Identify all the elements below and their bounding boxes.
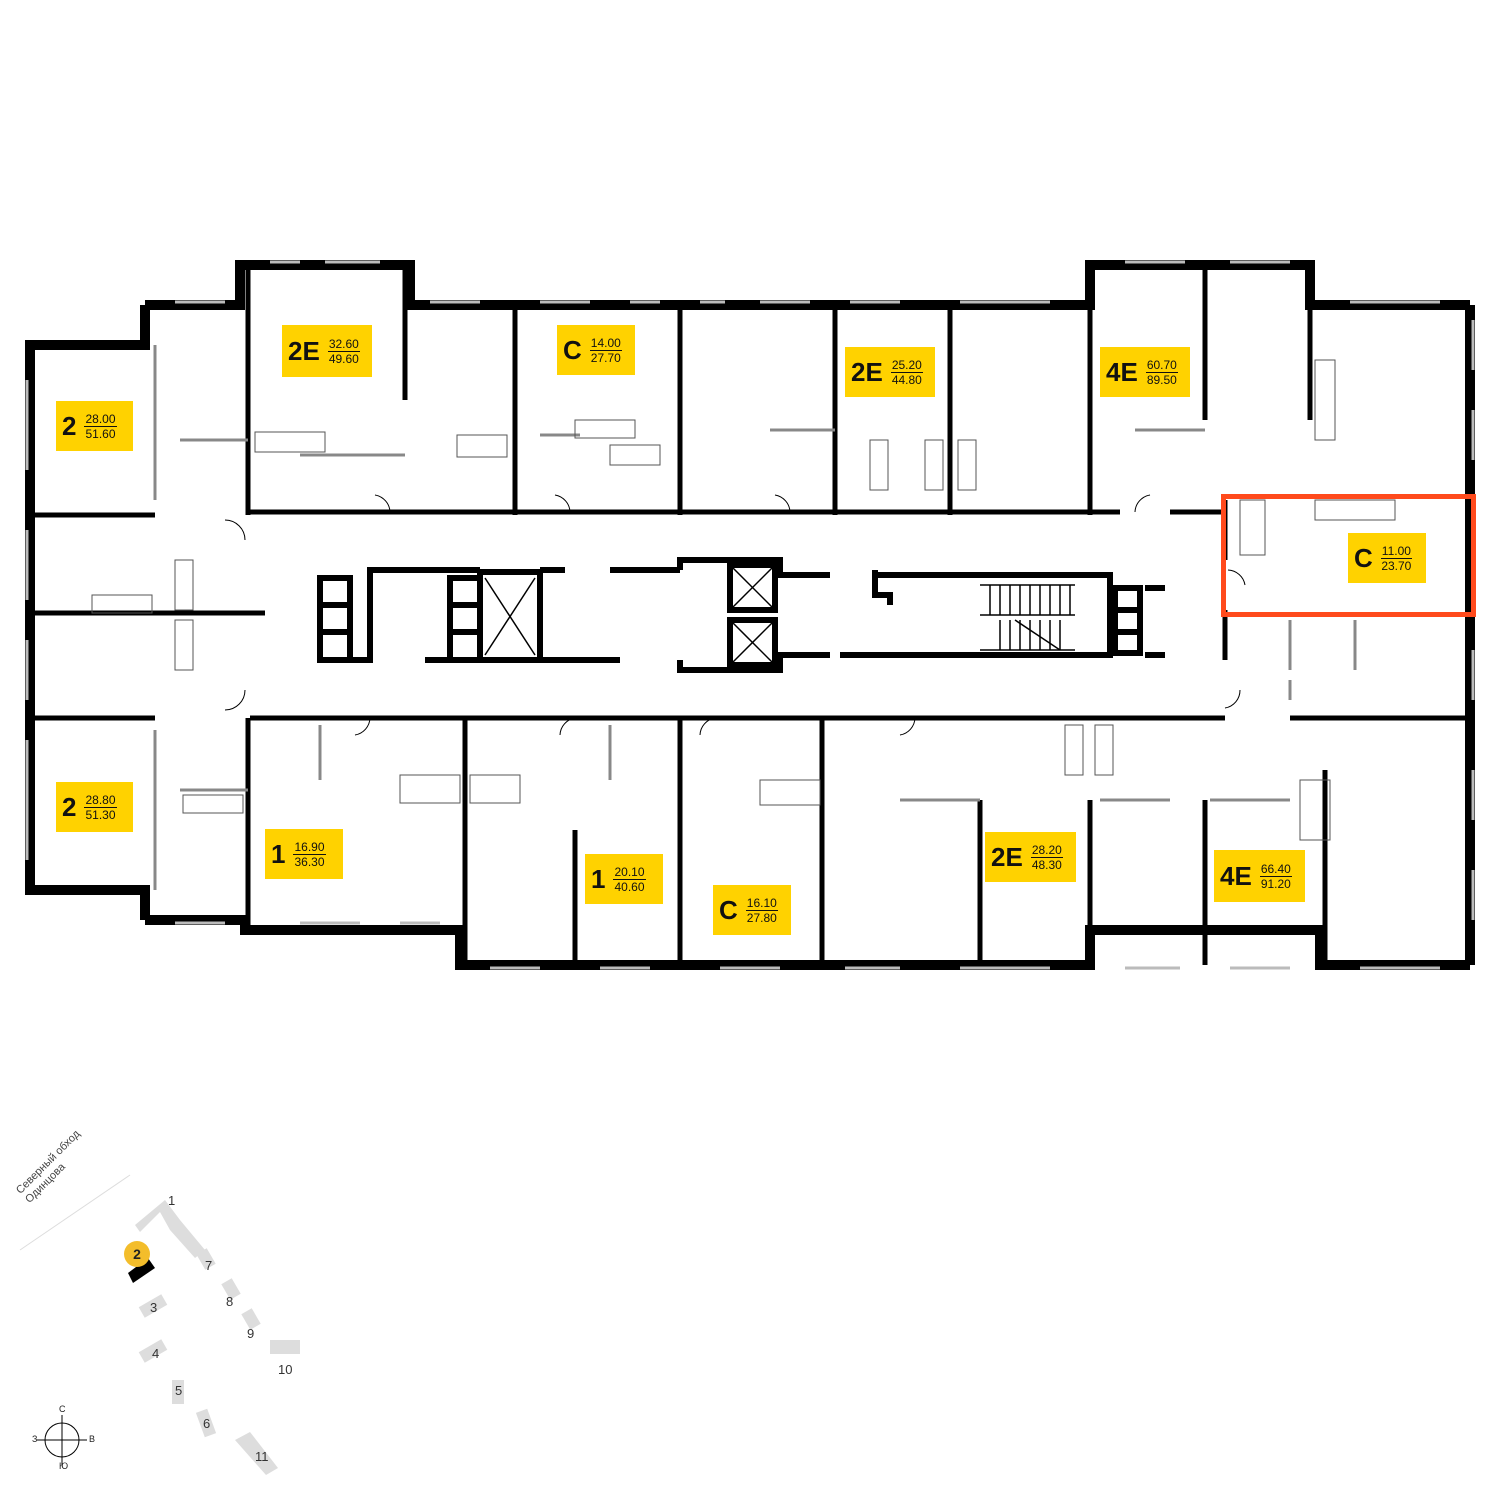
apartment-type: 2E [288,336,320,366]
total-area: 51.60 [85,426,116,441]
apartment-type: 1 [591,864,606,894]
total-area: 51.30 [85,807,116,822]
apartment-type: 2E [991,842,1023,872]
living-area: 66.40 [1259,861,1292,877]
living-area: 28.00 [84,411,117,427]
total-area: 36.30 [294,854,325,869]
total-area: 27.70 [590,350,621,365]
site-map [19,1174,300,1475]
current-building-marker: 2 [124,1241,150,1267]
apartment-type: 1 [271,839,286,869]
living-area: 32.60 [327,336,360,352]
building-number: 10 [278,1362,293,1377]
living-area: 20.10 [613,864,646,880]
total-area: 49.60 [328,351,359,366]
living-area: 16.10 [745,895,778,911]
total-area: 23.70 [1381,558,1412,573]
living-area: 14.00 [589,335,622,351]
building-1-shape [135,1200,205,1258]
compass-west: З [32,1434,38,1444]
apartment-type: 2 [62,792,77,822]
living-area: 16.90 [293,839,326,855]
apartment-type: 2 [62,411,77,441]
apartment-type: 4E [1220,861,1252,891]
compass-icon [37,1415,87,1465]
living-area: 60.70 [1145,357,1178,373]
living-area: 28.80 [84,792,117,808]
building-number: 7 [205,1258,213,1273]
building-outline [25,260,1475,970]
total-area: 48.30 [1031,857,1062,872]
building-number: 3 [150,1300,158,1315]
fixtures [91,359,1396,841]
apartment-type: 4E [1106,357,1138,387]
building-number: 9 [247,1326,255,1341]
building-number: 6 [203,1416,211,1431]
compass-east: В [89,1434,96,1444]
apartment-type: C [719,895,738,925]
total-area: 91.20 [1260,876,1291,891]
core-walls [317,557,1165,673]
apartment-type: C [1354,543,1373,573]
living-area: 28.20 [1030,842,1063,858]
apartment-type: C [563,335,582,365]
building-number: 11 [255,1449,269,1464]
compass-north: С [59,1404,66,1414]
building-2-shape [128,1258,155,1283]
stairs [980,584,1075,651]
thin-walls [153,345,1357,890]
living-area: 25.20 [890,357,923,373]
apartment-type: 2E [851,357,883,387]
compass-south: Ю [59,1461,69,1471]
windows [25,260,1475,970]
building-number: 4 [152,1346,160,1361]
total-area: 44.80 [891,372,922,387]
total-area: 89.50 [1146,372,1177,387]
building-number: 8 [226,1294,234,1309]
building-number: 1 [168,1193,176,1208]
total-area: 27.80 [746,910,777,925]
building-number: 5 [175,1383,183,1398]
total-area: 40.60 [614,879,645,894]
doors [224,494,1246,736]
elevator-crosses [484,567,773,663]
living-area: 11.00 [1380,543,1412,559]
